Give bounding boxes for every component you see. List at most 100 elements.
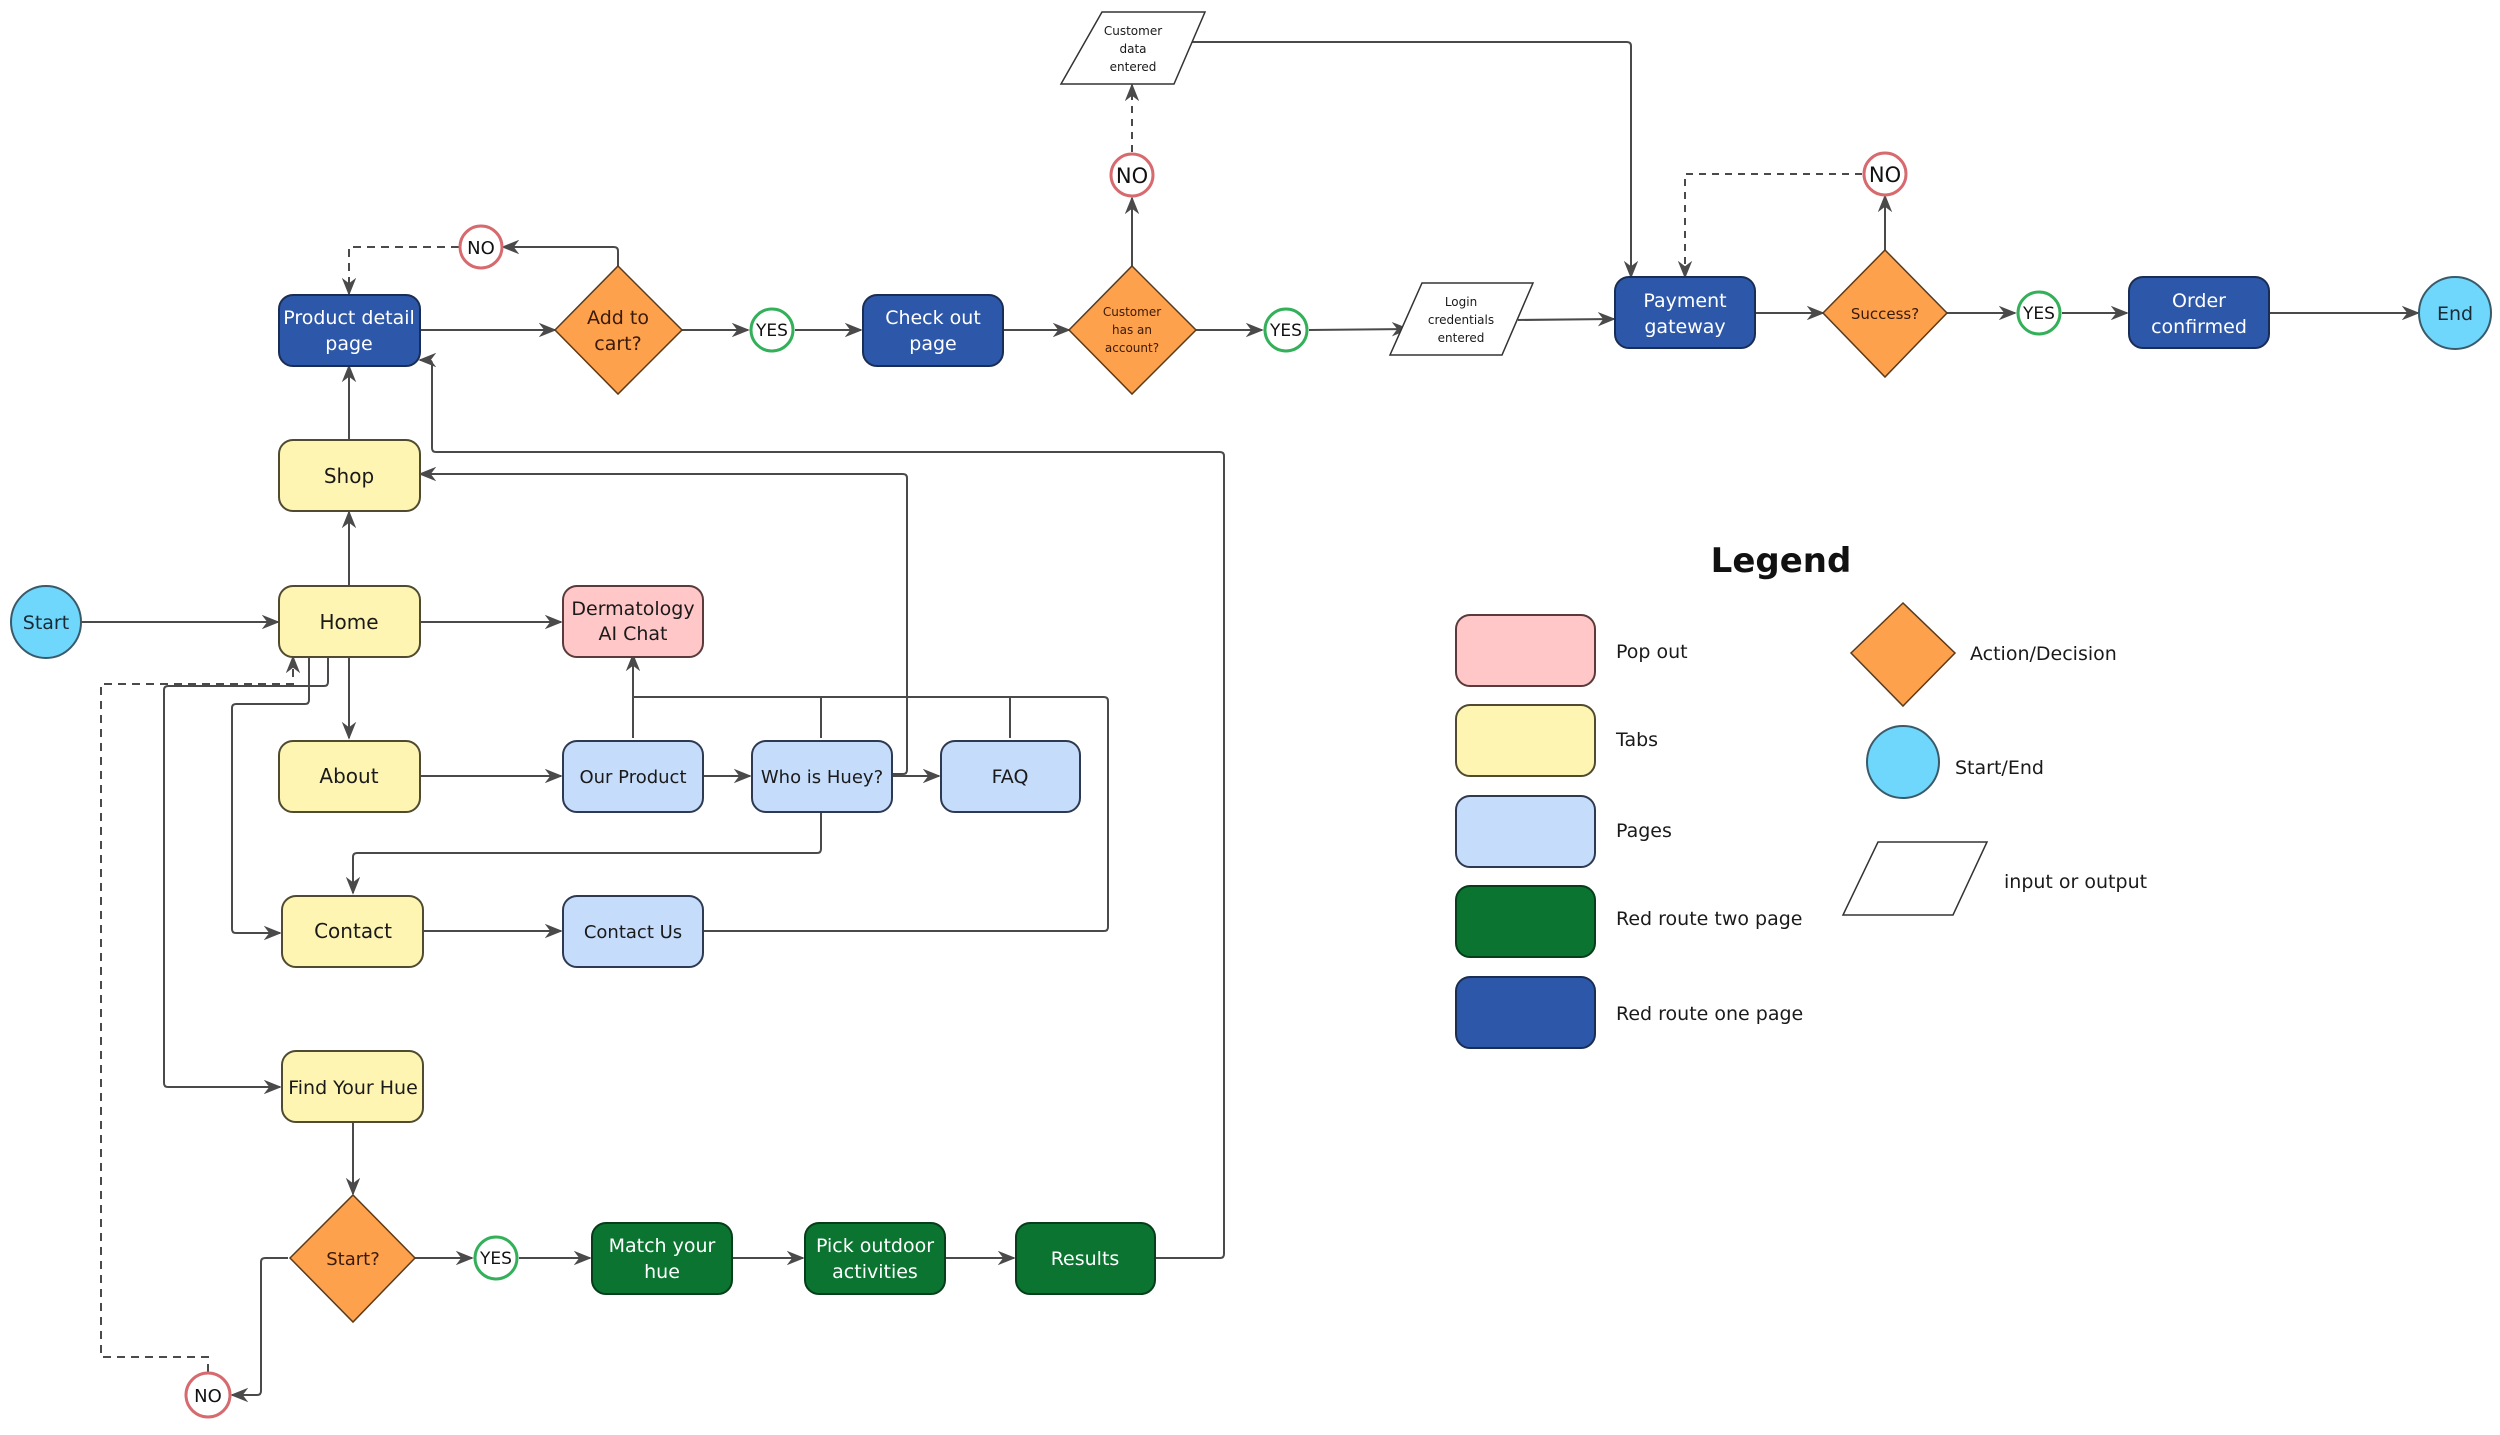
home-node[interactable]: Home	[278, 585, 421, 658]
customer-has-account-decision[interactable]: Customer has an account? Customer has an…	[1067, 264, 1198, 396]
login-label-line1: Login	[1445, 295, 1477, 309]
check-out-label-line2: page	[909, 333, 956, 355]
faq-node[interactable]: FAQ	[940, 740, 1081, 813]
edge-home-find-your-hue	[163, 657, 329, 1095]
contact-node[interactable]: Contact	[281, 895, 424, 968]
svg-text:YES: YES	[755, 321, 788, 341]
order-label-line1: Order	[2172, 290, 2226, 312]
contact-us-label: Contact Us	[584, 922, 682, 943]
yes-badge-start-question: YES	[473, 1235, 519, 1281]
our-product-label: Our Product	[579, 767, 686, 788]
results-node[interactable]: Results	[1015, 1222, 1156, 1295]
match-label-line1: Match your	[609, 1235, 716, 1257]
order-label-line2: confirmed	[2151, 316, 2247, 338]
match-label-line2: hue	[644, 1261, 680, 1283]
check-out-page-node[interactable]: Check out page Check out page	[862, 294, 1004, 367]
payment-label-line2: gateway	[1644, 316, 1725, 338]
success-decision[interactable]: Success?	[1821, 248, 1949, 379]
add-to-cart-label-line2: cart?	[594, 333, 641, 355]
payment-gateway-node[interactable]: Payment gateway Payment gateway	[1614, 276, 1756, 349]
shop-node[interactable]: Shop	[278, 439, 421, 512]
match-your-hue-node[interactable]: Match your hue Match your hue	[591, 1222, 733, 1295]
edge-home-contact	[231, 657, 310, 941]
edge-no-home-dashed	[100, 655, 301, 1372]
login-credentials-entered-io[interactable]: Login credentials entered Login credenti…	[1388, 282, 1535, 356]
customer-data-label-line2: data	[1119, 42, 1146, 56]
legend-item-action-decision: Action/Decision	[1849, 601, 2117, 708]
shop-label: Shop	[324, 464, 374, 488]
about-label: About	[319, 764, 378, 788]
customer-account-label-line3: account?	[1105, 341, 1159, 355]
who-is-huey-node[interactable]: Who is Huey?	[751, 740, 893, 813]
yes-badge-success: YES	[2016, 290, 2062, 336]
edge-who-is-huey-shop	[418, 466, 908, 775]
start-question-decision[interactable]: Start?	[288, 1193, 417, 1324]
customer-account-label-line1: Customer	[1103, 305, 1161, 319]
svg-text:NO: NO	[1116, 164, 1148, 188]
svg-text:Action/Decision: Action/Decision	[1970, 643, 2117, 665]
home-label: Home	[319, 610, 378, 634]
legend-item-input-output: input or output	[1841, 841, 2147, 916]
legend-item-start-end: Start/End	[1866, 725, 2044, 799]
results-label: Results	[1051, 1248, 1120, 1270]
product-detail-label-line2: page	[325, 333, 372, 355]
legend-item-tabs: Tabs	[1455, 704, 1658, 777]
edge-customer-data-payment	[1190, 41, 1639, 279]
pick-label-line2: activities	[832, 1261, 918, 1283]
svg-text:Red route one page: Red route one page	[1616, 1003, 1803, 1025]
svg-text:NO: NO	[1869, 163, 1901, 187]
no-badge-add-to-cart: NO	[458, 224, 504, 270]
edge-add-to-cart-no	[501, 239, 619, 266]
dermatology-ai-chat-node[interactable]: Dermatology AI Chat Dermatology AI Chat	[562, 585, 704, 658]
svg-text:YES: YES	[479, 1249, 512, 1269]
find-your-hue-node[interactable]: Find Your Hue	[281, 1050, 424, 1123]
svg-text:NO: NO	[194, 1386, 222, 1407]
legend-title: Legend	[1711, 541, 1852, 581]
login-label-line2: credentials	[1428, 313, 1494, 327]
no-badge-success: NO	[1862, 151, 1908, 197]
yes-badge-add-to-cart: YES	[749, 307, 795, 353]
check-out-label-line1: Check out	[885, 307, 981, 329]
contact-label: Contact	[314, 919, 392, 943]
customer-data-entered-io[interactable]: Customer data entered Customer data ente…	[1059, 11, 1207, 85]
about-node[interactable]: About	[278, 740, 421, 813]
yes-badge-customer-account: YES	[1263, 307, 1309, 353]
svg-text:YES: YES	[2022, 304, 2055, 324]
legend-item-pop-out: Pop out	[1455, 614, 1688, 687]
order-confirmed-node[interactable]: Order confirmed Order confirmed	[2128, 276, 2270, 349]
svg-text:Start/End: Start/End	[1955, 757, 2044, 779]
start-label: Start	[23, 612, 69, 634]
dermatology-label-line1: Dermatology	[571, 598, 694, 620]
edge-results-product-detail	[418, 352, 1225, 1259]
edge-no-product-detail-dashed	[341, 246, 459, 296]
start-node[interactable]: Start	[10, 585, 82, 659]
no-badge-start-question: NO	[184, 1371, 232, 1419]
svg-text:Red route two page: Red route two page	[1616, 908, 1802, 930]
product-detail-page-node[interactable]: Product detail page Product detail page	[278, 294, 421, 367]
customer-account-label-line2: has an	[1112, 323, 1152, 337]
edge-no-payment-dashed	[1677, 173, 1862, 279]
svg-text:input or output: input or output	[2004, 871, 2147, 893]
our-product-node[interactable]: Our Product	[562, 740, 704, 813]
who-is-huey-label: Who is Huey?	[761, 767, 883, 788]
contact-us-node[interactable]: Contact Us	[562, 895, 704, 968]
add-to-cart-label-line1: Add to	[587, 307, 649, 329]
svg-text:Pop out: Pop out	[1616, 641, 1688, 663]
edge-contact-us-dermatology	[703, 696, 1109, 932]
edge-who-is-huey-contact	[345, 812, 822, 895]
svg-text:YES: YES	[1269, 321, 1302, 341]
customer-data-label-line1: Customer	[1104, 24, 1162, 38]
start-question-label: Start?	[326, 1249, 380, 1270]
add-to-cart-decision[interactable]: Add to cart? Add to cart?	[553, 264, 684, 396]
svg-text:Tabs: Tabs	[1615, 729, 1658, 751]
edge-start-no	[230, 1257, 288, 1403]
customer-data-label-line3: entered	[1110, 60, 1157, 74]
svg-text:Pages: Pages	[1616, 820, 1672, 842]
end-label: End	[2437, 303, 2473, 325]
success-label: Success?	[1851, 305, 1919, 323]
legend: Legend Pop out Tabs Pages Red route two …	[1455, 541, 2147, 1049]
pick-outdoor-activities-node[interactable]: Pick outdoor activities Pick outdoor act…	[804, 1222, 946, 1295]
svg-text:NO: NO	[467, 238, 495, 259]
end-node[interactable]: End	[2418, 276, 2492, 350]
